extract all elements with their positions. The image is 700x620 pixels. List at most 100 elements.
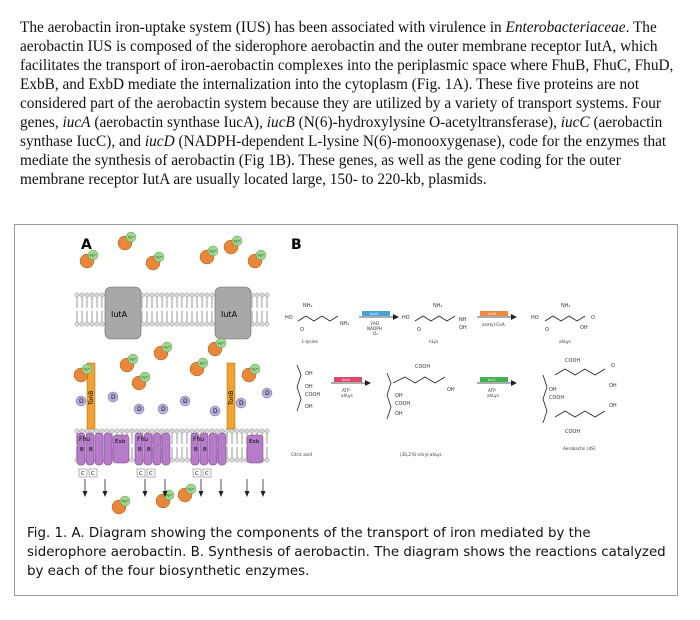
fhu-label: Fhu xyxy=(137,436,148,443)
fhud-protein: D xyxy=(107,391,119,403)
oh-text: OH xyxy=(395,393,403,399)
fe-label: Fe³⁺ xyxy=(218,342,225,346)
o-text: O xyxy=(545,327,549,333)
fhud-label: D xyxy=(79,398,84,405)
fe-label: Fe³⁺ xyxy=(122,500,129,504)
para-text: (NADPH-dependent L-lysine N(6)-monooxyge… xyxy=(20,133,667,188)
iron-ion: Fe³⁺ xyxy=(177,483,197,503)
fe-label: Fe³⁺ xyxy=(90,254,97,258)
aerobactin-label: Aerobactin (4S) xyxy=(563,446,596,451)
down-arrow xyxy=(244,479,250,497)
ho-text: HO xyxy=(285,315,293,321)
para-text: (aerobactin synthase IucC), and xyxy=(20,114,663,150)
panel-b-label: B xyxy=(291,237,302,253)
fhu-subunit-label: C xyxy=(139,471,143,477)
gene-iucd: iucD xyxy=(144,133,175,150)
down-arrow xyxy=(198,479,204,497)
iucc-label: IucC xyxy=(488,378,496,382)
para-text: . The aerobactin IUS is composed of the … xyxy=(20,19,674,131)
tonb-label: TonB xyxy=(88,391,95,406)
fhu-subunit-label: B xyxy=(194,447,198,453)
ahlys-label: ahLys xyxy=(559,339,571,344)
oh-text: OH xyxy=(459,325,467,331)
gene-iucb: iucB xyxy=(266,114,295,131)
ho-text: HO xyxy=(531,315,539,321)
fhu-subunit-label: B xyxy=(138,447,142,453)
iuca-label: IucA xyxy=(342,378,350,382)
intro-paragraph: The aerobactin iron-uptake system (IUS) … xyxy=(20,18,682,189)
iuca-arrow: IucA ATP ahLys xyxy=(331,377,371,398)
fhu-subunit-label: C xyxy=(205,471,209,477)
iucb-arrow: IucB acetyl-CoA xyxy=(477,311,517,327)
fhud-label: D xyxy=(213,408,218,415)
ahlys-cofactor-label: ahLys xyxy=(341,393,353,398)
fe-label: Fe³⁺ xyxy=(258,254,265,258)
fhud-protein: D xyxy=(235,397,247,409)
iron-ion: Fe³⁺ xyxy=(79,249,99,269)
cooh-text: COOH xyxy=(395,401,410,407)
cooh-text: COOH xyxy=(415,364,430,370)
fe-label: Fe³⁺ xyxy=(234,240,241,244)
para-italic-family: Enterobacteriaceae xyxy=(505,19,626,36)
oh-text: OH xyxy=(305,384,313,390)
nh2-text: NH₂ xyxy=(433,303,443,309)
para-text: The aerobactin iron-uptake system (IUS) … xyxy=(20,19,506,36)
tonb-label: TonB xyxy=(228,391,235,406)
fe-label: Fe³⁺ xyxy=(130,358,137,362)
fe-label: Fe³⁺ xyxy=(188,488,195,492)
acetyl-coa-label: acetyl-CoA xyxy=(482,322,505,327)
fe-label: Fe³⁺ xyxy=(166,494,173,498)
panel-a-label: A xyxy=(81,237,92,253)
fhu-subunit-label: B xyxy=(203,447,207,453)
cooh-text: COOH xyxy=(565,429,580,435)
fe-label: Fe³⁺ xyxy=(252,368,259,372)
iron-ion: Fe³⁺ xyxy=(189,357,209,377)
iuta-label: IutA xyxy=(111,310,128,319)
iuta-label: IutA xyxy=(221,310,238,319)
down-arrows xyxy=(82,479,266,497)
fhu-subunit-label: C xyxy=(81,471,85,477)
fhud-label: D xyxy=(161,406,166,413)
down-arrow xyxy=(82,479,88,497)
fe-label: Fe³⁺ xyxy=(164,346,171,350)
iron-ion: Fe³⁺ xyxy=(111,495,131,515)
fhud-protein: D xyxy=(209,405,221,417)
oh-text: OH xyxy=(580,325,588,331)
fhud-protein: D xyxy=(75,395,87,407)
fhud-protein: D xyxy=(179,395,191,407)
atp-label: ATP xyxy=(342,388,350,393)
fhu-subunit-label: C xyxy=(149,471,153,477)
oh-text: OH xyxy=(305,404,313,410)
citryl-ahlys-molecule: COOH OH OH COOH OH (3S,2'S)-citryl-ahLys xyxy=(386,364,455,457)
fe-label: Fe³⁺ xyxy=(142,376,149,380)
iucd-arrow: IucD FAD NADPH O₂ xyxy=(359,311,399,336)
oh-text: OH xyxy=(305,371,313,377)
fad-label: FAD xyxy=(371,321,379,326)
nh2-text: NH₂ xyxy=(340,321,350,327)
tonb-left: TonB xyxy=(86,362,96,430)
iucd-label: IucD xyxy=(370,312,378,316)
o-text: O xyxy=(417,327,421,333)
citric-acid-molecule: OH OH COOH OH Citric acid xyxy=(291,364,320,457)
iron-ion: Fe³⁺ xyxy=(73,363,93,383)
iron-ions: Fe³⁺ Fe³⁺ Fe³⁺ Fe³⁺ Fe³⁺ Fe³⁺ Fe³⁺ Fe³⁺ Fe³⁺ Fe³⁺… xyxy=(73,231,267,515)
o-text: O xyxy=(300,327,304,333)
iron-ion: Fe³⁺ xyxy=(131,371,151,391)
citryl-ahlys-label: (3S,2'S)-citryl-ahLys xyxy=(400,452,442,457)
iron-ion: Fe³⁺ xyxy=(223,235,243,255)
iron-ion: Fe³⁺ xyxy=(155,489,175,509)
iuta-receptor-right: IutA xyxy=(214,286,252,340)
cooh-text: COOH xyxy=(305,392,320,398)
figure-caption: Fig. 1. A. Diagram showing the component… xyxy=(27,526,666,579)
oh-text: OH xyxy=(609,383,617,389)
fhu-subunit-label: C xyxy=(91,471,95,477)
down-arrow xyxy=(162,479,168,497)
fe-label: Fe³⁺ xyxy=(210,250,217,254)
o-text: O xyxy=(611,363,615,369)
fhud-label: D xyxy=(265,390,270,397)
